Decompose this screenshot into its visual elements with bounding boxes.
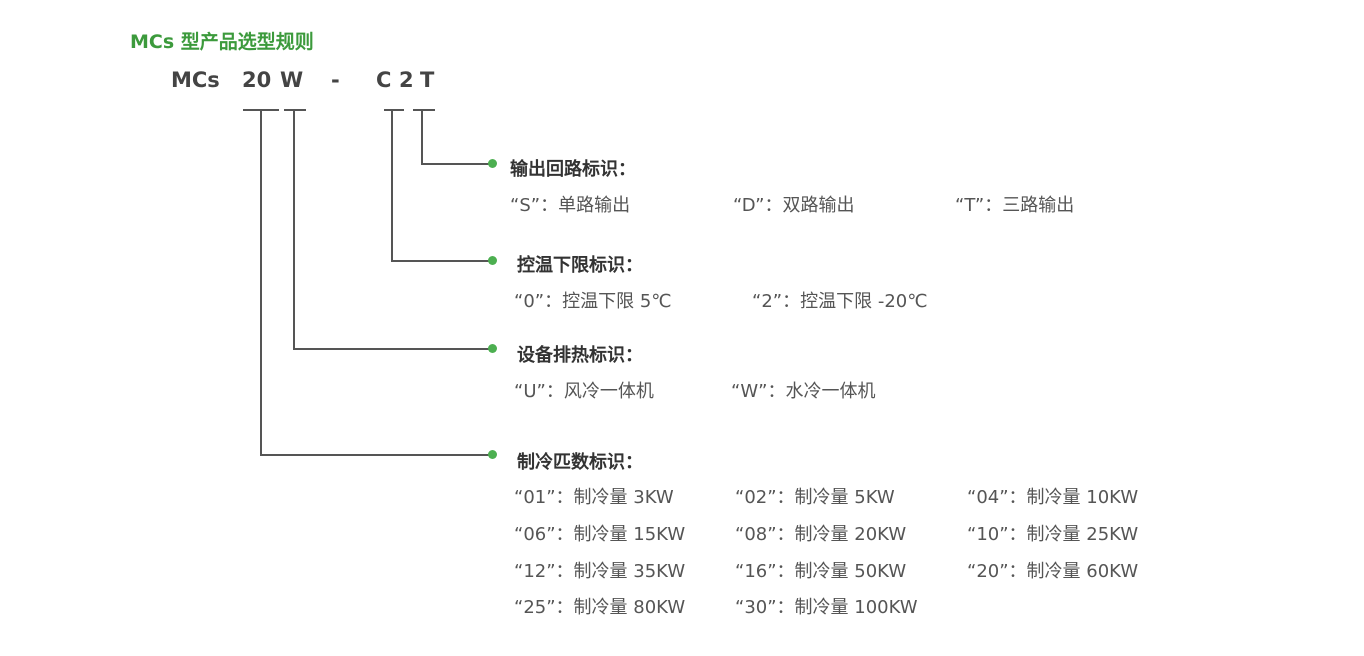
output-underline — [413, 109, 435, 111]
capacity-option: “30”：制冷量 100KW — [735, 597, 918, 618]
temp-option: “2”：控温下限 -20℃ — [752, 291, 928, 312]
capacity-option: “01”：制冷量 3KW — [514, 487, 674, 508]
output-dot-icon — [488, 159, 497, 168]
temp-heading: 控温下限标识： — [517, 255, 643, 276]
output-connector-vertical — [421, 109, 423, 165]
temp-underline — [384, 109, 404, 111]
code-heat: W — [280, 68, 304, 92]
code-series: MCs — [171, 68, 220, 92]
heat-heading: 设备排热标识： — [517, 345, 643, 366]
output-option: “T”：三路输出 — [955, 195, 1075, 216]
temp-dot-icon — [488, 256, 497, 265]
capacity-option: “10”：制冷量 25KW — [967, 524, 1139, 545]
capacity-dot-icon — [488, 450, 497, 459]
output-connector-horizontal — [421, 163, 492, 165]
code-temp-prefix: C — [376, 68, 392, 92]
heat-option: “U”：风冷一体机 — [514, 381, 654, 402]
heat-underline — [284, 109, 306, 111]
code-output: T — [420, 68, 435, 92]
capacity-option: “06”：制冷量 15KW — [514, 524, 686, 545]
heat-dot-icon — [488, 344, 497, 353]
page-title: MCs 型产品选型规则 — [130, 31, 314, 53]
code-temp: 2 — [399, 68, 414, 92]
code-dash: - — [331, 68, 340, 92]
capacity-connector-vertical — [260, 109, 262, 456]
temp-option: “0”：控温下限 5℃ — [514, 291, 672, 312]
temp-connector-horizontal — [391, 260, 492, 262]
capacity-heading: 制冷匹数标识： — [517, 452, 643, 473]
capacity-option: “12”：制冷量 35KW — [514, 561, 686, 582]
heat-connector-vertical — [293, 109, 295, 350]
capacity-option: “25”：制冷量 80KW — [514, 597, 686, 618]
output-option: “D”：双路输出 — [733, 195, 855, 216]
output-option: “S”：单路输出 — [510, 195, 631, 216]
heat-option: “W”：水冷一体机 — [731, 381, 876, 402]
capacity-option: “16”：制冷量 50KW — [735, 561, 907, 582]
temp-connector-vertical — [391, 109, 393, 262]
capacity-option: “08”：制冷量 20KW — [735, 524, 907, 545]
capacity-option: “20”：制冷量 60KW — [967, 561, 1139, 582]
capacity-connector-horizontal — [260, 454, 492, 456]
code-capacity: 20 — [242, 68, 272, 92]
capacity-option: “02”：制冷量 5KW — [735, 487, 895, 508]
capacity-option: “04”：制冷量 10KW — [967, 487, 1139, 508]
output-heading: 输出回路标识： — [510, 159, 636, 180]
heat-connector-horizontal — [293, 348, 492, 350]
